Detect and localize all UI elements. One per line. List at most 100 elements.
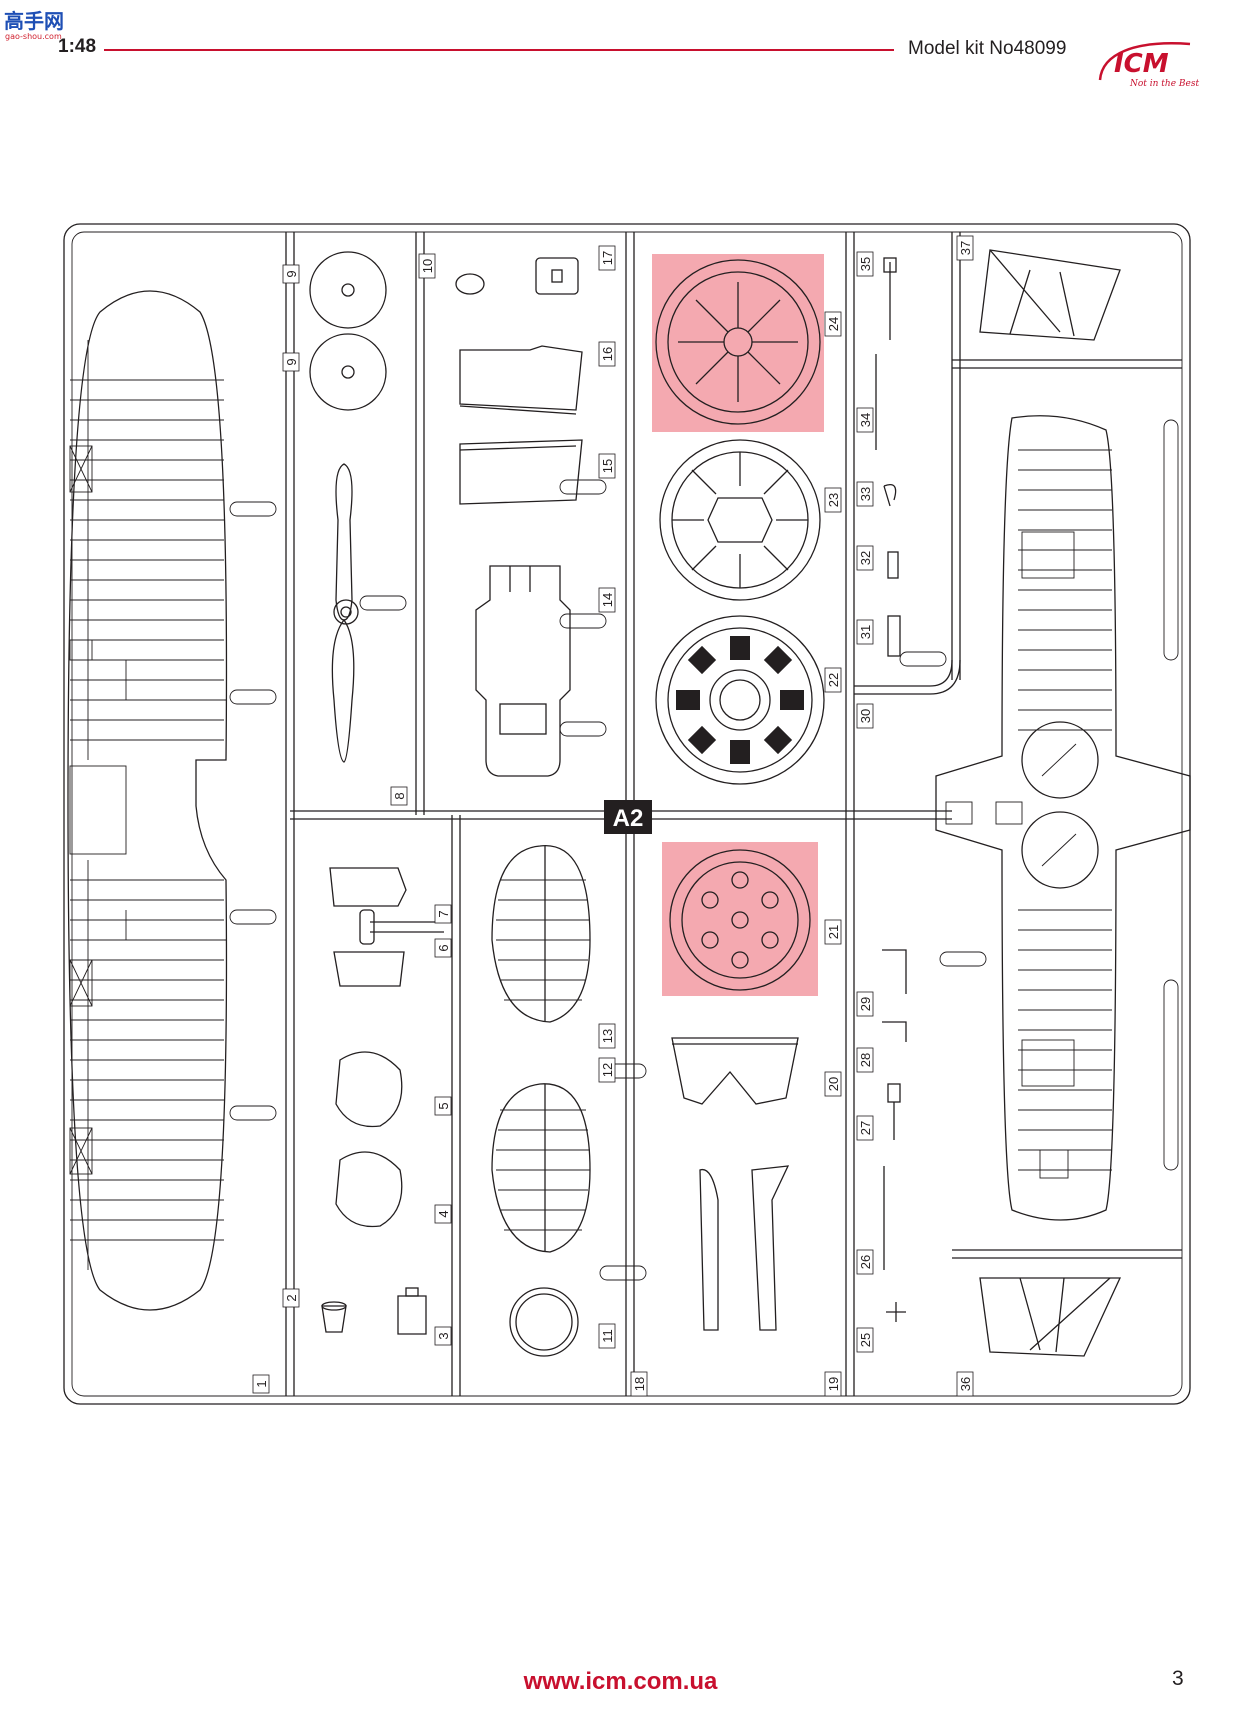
svg-text:14: 14 [600,593,615,607]
svg-text:23: 23 [826,493,841,507]
part-number-21: 21 [824,919,842,945]
part-number-23: 23 [824,487,842,513]
svg-text:26: 26 [858,1255,873,1269]
page-number: 3 [1172,1667,1184,1690]
svg-text:16: 16 [600,347,615,361]
part-number-15: 15 [598,453,616,479]
svg-text:高手网: 高手网 [4,9,64,33]
part-number-19: 19 [824,1371,842,1397]
svg-text:19: 19 [826,1377,841,1391]
part-number-22: 22 [824,667,842,693]
part-number-33: 33 [856,481,874,507]
part-23-engine-rear [659,439,821,601]
svg-text:22: 22 [826,673,841,687]
svg-text:7: 7 [436,910,451,917]
footer-url[interactable]: www.icm.com.ua [523,1668,718,1695]
watermark-logo: 高手网 gao-shou.com [4,6,70,42]
svg-text:gao-shou.com: gao-shou.com [5,32,62,41]
svg-text:13: 13 [600,1029,615,1043]
part-number-tags: 1 2 3 4 5 6 7 8 9 9 10 11 12 13 14 15 16… [252,235,974,1397]
part-number-8: 8 [390,786,408,806]
svg-text:21: 21 [826,925,841,939]
svg-text:1: 1 [254,1380,269,1387]
part-number-11: 11 [598,1323,616,1349]
part-8-propeller [331,463,359,763]
part-13-tailplane [491,845,591,1023]
svg-text:20: 20 [826,1077,841,1091]
part-11-ring [509,1287,579,1357]
kit-title: Model kit No48099 [908,38,1067,59]
svg-text:Not in the Best: Not in the Best [1129,79,1199,89]
part-number-16: 16 [598,341,616,367]
part-number-9a: 9 [282,264,300,284]
part-number-1: 1 [252,1374,270,1394]
part-upper-wing [935,415,1191,1221]
svg-text:17: 17 [600,251,615,265]
part-number-37: 37 [956,235,974,261]
part-number-9b: 9 [282,352,300,372]
part-number-18: 18 [630,1371,648,1397]
part-number-3: 3 [434,1326,452,1346]
svg-text:33: 33 [858,487,873,501]
part-20 [671,1037,799,1105]
svg-text:6: 6 [436,944,451,951]
part-number-30: 30 [856,703,874,729]
part-24-cowling-front [655,259,821,425]
part-number-12: 12 [598,1057,616,1083]
svg-text:27: 27 [858,1121,873,1135]
part-number-24: 24 [824,311,842,337]
svg-text:31: 31 [858,625,873,639]
part-number-20: 20 [824,1071,842,1097]
part-number-6: 6 [434,938,452,958]
part-21-wheel [669,849,811,991]
svg-text:30: 30 [858,709,873,723]
part-number-7: 7 [434,904,452,924]
svg-text:35: 35 [858,257,873,271]
svg-text:18: 18 [632,1377,647,1391]
svg-text:29: 29 [858,997,873,1011]
svg-text:10: 10 [420,259,435,273]
svg-text:8: 8 [392,792,407,799]
part-number-10: 10 [418,253,436,279]
part-number-17: 17 [598,245,616,271]
svg-text:11: 11 [600,1329,615,1343]
svg-text:3: 3 [436,1332,451,1339]
svg-text:28: 28 [858,1053,873,1067]
svg-text:12: 12 [600,1063,615,1077]
svg-text:15: 15 [600,459,615,473]
part-lower-wing [67,290,228,1311]
parts-25-35 [875,257,907,1322]
part-number-25: 25 [856,1327,874,1353]
sprue-label: A2 [613,805,644,832]
svg-text:4: 4 [436,1210,451,1217]
highlight-part-21 [662,842,818,996]
svg-text:34: 34 [858,413,873,427]
svg-text:9: 9 [284,358,299,365]
icm-logo: ICM Not in the Best [1094,34,1204,92]
part-number-27: 27 [856,1115,874,1141]
part-number-2: 2 [282,1288,300,1308]
part-number-34: 34 [856,407,874,433]
part-12-tailplane [491,1083,591,1253]
part-37-strut [979,249,1121,341]
svg-text:24: 24 [826,317,841,331]
part-number-14: 14 [598,587,616,613]
svg-text:5: 5 [436,1102,451,1109]
part-number-31: 31 [856,619,874,645]
parts-10-17 [455,257,583,777]
parts-18-19-struts [699,1165,790,1331]
part-22-engine-cylinders [655,615,825,785]
parts-2-7 [321,867,444,1335]
part-36-strut [979,1277,1122,1357]
header-rule [104,49,894,51]
part-number-32: 32 [856,545,874,571]
part-number-28: 28 [856,1047,874,1073]
part-number-5: 5 [434,1096,452,1116]
highlight-part-24 [652,254,824,432]
svg-text:36: 36 [958,1377,973,1391]
part-number-29: 29 [856,991,874,1017]
sprue-label-box [604,800,652,834]
part-number-13: 13 [598,1023,616,1049]
svg-text:32: 32 [858,551,873,565]
